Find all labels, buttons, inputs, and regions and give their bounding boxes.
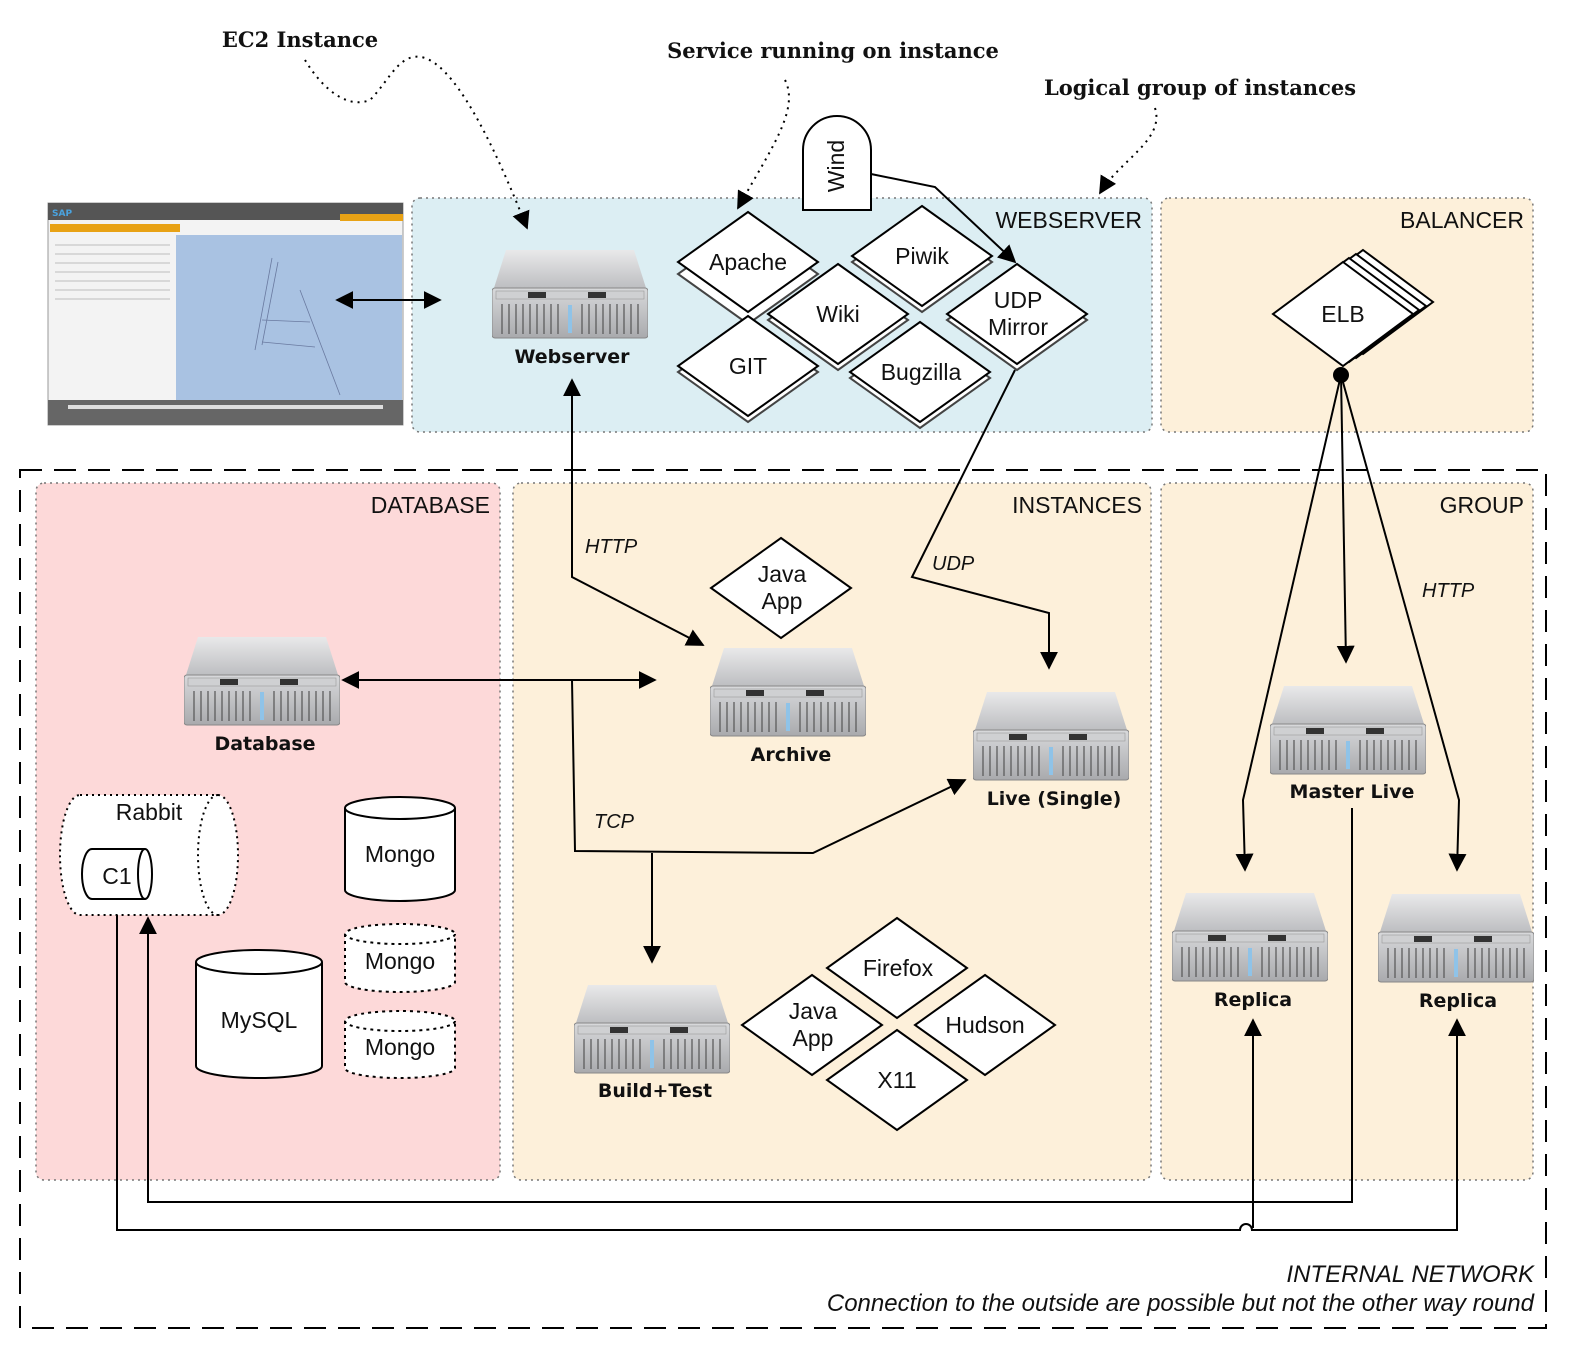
app-screenshot-thumbnail: SAP [47,202,404,426]
live-single-server-icon [973,692,1129,781]
apache-service [676,210,820,326]
firefox-label: Firefox [863,955,934,981]
balancer-region-label: BALANCER [1400,207,1524,233]
annotation-logical-group: Logical group of instances [1044,75,1356,100]
elb-replica-right-line [1340,374,1467,872]
c1-label: C1 [102,863,131,889]
x11-label: X11 [877,1067,916,1093]
ec2-annotation-arrow [304,55,530,230]
archive-server-icon [710,648,866,737]
bugzilla-label: Bugzilla [881,359,962,385]
archive-label: Archive [751,744,832,766]
build-test-server-icon [574,985,730,1074]
replica-right-server-icon [1378,894,1534,983]
piwik-service [850,204,994,314]
java-app-build-label-1: Java [789,998,838,1024]
logical-group-annotation-arrow [1099,107,1158,195]
group-region-label: GROUP [1440,492,1524,518]
java-app-build-service [740,973,884,1077]
replica-left-label: Replica [1214,989,1292,1011]
udp-mirror-service [945,262,1089,372]
mongo-database-2 [344,923,456,993]
replica-left-server-icon [1172,893,1328,982]
c1-queue [81,848,153,900]
internal-network-title: INTERNAL NETWORK [1286,1261,1535,1288]
java-app-archive-label-1: Java [758,561,807,587]
elb-label: ELB [1321,301,1364,327]
group-region [1160,482,1534,1181]
database-label: Database [214,733,315,755]
x11-service [825,1028,969,1132]
java-app-build-label-2: App [793,1025,834,1051]
apache-label: Apache [709,249,787,275]
master-live-label: Master Live [1290,781,1415,803]
protocol-http-group-label: HTTP [1422,580,1475,602]
protocol-tcp-label: TCP [594,811,635,833]
wind-label: Wind [823,140,849,192]
java-app-archive-service [709,536,853,640]
java-app-archive-label-2: App [762,588,803,614]
udp-mirror-label-2: Mirror [988,314,1048,340]
mysql-label: MySQL [221,1007,298,1033]
wind-service [802,115,872,211]
git-service [676,314,820,424]
master-live-server-icon [1270,686,1426,775]
internal-network-boundary [19,469,1547,1329]
elb-master-live-line [1336,374,1355,664]
mongo-2-label: Mongo [365,948,435,974]
wiki-label: Wiki [816,301,859,327]
protocol-udp-label: UDP [932,553,975,575]
webserver-server-icon [492,250,648,339]
mysql-database [195,949,323,1079]
bugzilla-service [848,320,992,430]
database-region [35,482,501,1181]
wind-udp-mirror-line [870,173,1017,264]
webserver-region-label: WEBSERVER [995,207,1142,233]
protocol-http-label: HTTP [585,536,638,558]
piwik-label: Piwik [895,243,949,269]
database-region-label: DATABASE [371,492,490,518]
hudson-label: Hudson [945,1012,1024,1038]
mongo-1-label: Mongo [365,841,435,867]
build-test-label: Build+Test [598,1080,712,1102]
udp-mirror-live-line [910,369,1058,670]
wiki-service [766,262,910,372]
c1-replica-right-line [116,899,1466,1231]
rabbit-label: Rabbit [116,799,183,825]
mongo-3-label: Mongo [365,1034,435,1060]
live-single-label: Live (Single) [987,788,1122,810]
database-server-icon [184,637,340,726]
webserver-label: Webserver [515,346,631,368]
elb-replica-left-line [1235,374,1342,872]
replica-right-label: Replica [1419,990,1497,1012]
master-live-rabbit-line [139,808,1353,1203]
elb-service [1271,248,1435,368]
firefox-service [825,916,969,1020]
service-annotation-arrow [737,79,790,210]
annotation-ec2-instance: EC2 Instance [222,27,378,52]
instances-region-label: INSTANCES [1012,492,1142,518]
http-webserver-archive-line [563,378,705,646]
git-label: GIT [729,353,767,379]
sap-logo: SAP [52,209,72,219]
mongo-database-3 [344,1010,456,1079]
udp-mirror-label-1: UDP [994,287,1043,313]
internal-network-note: Connection to the outside are possible b… [827,1290,1535,1317]
annotation-service: Service running on instance [667,38,999,63]
mongo-database-1 [344,796,456,902]
tcp-live-line [571,679,967,855]
hudson-service [913,973,1057,1077]
elb-junction-dot [1333,367,1349,383]
